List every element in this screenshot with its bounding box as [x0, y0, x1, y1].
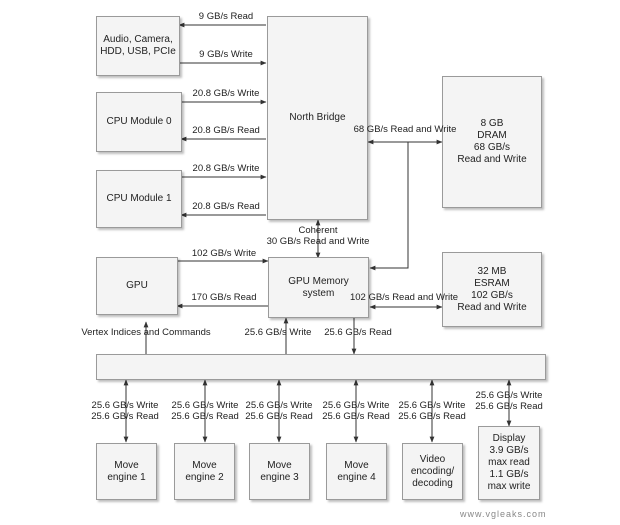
video-encoding-block: Video encoding/ decoding	[402, 443, 463, 500]
move2-rw-label: 25.6 GB/s Write 25.6 GB/s Read	[171, 400, 239, 422]
cpu-module-0-block: CPU Module 0	[96, 92, 182, 152]
cpu0-read-label: 20.8 GB/s Read	[192, 125, 260, 136]
move-engine-3-block: Move engine 3	[249, 443, 310, 500]
esram-block: 32 MB ESRAM 102 GB/s Read and Write	[442, 252, 542, 327]
dram-gpu-mem-link	[369, 142, 409, 271]
dram-block: 8 GB DRAM 68 GB/s Read and Write	[442, 76, 542, 208]
io-write-label: 9 GB/s Write	[199, 49, 253, 60]
bus-read-label: 25.6 GB/s Read	[324, 327, 392, 338]
watermark: www.vgleaks.com	[460, 509, 547, 519]
video-rw-label: 25.6 GB/s Write 25.6 GB/s Read	[398, 400, 466, 422]
gpu-read-label: 170 GB/s Read	[191, 292, 257, 303]
gpu-write-label: 102 GB/s Write	[191, 248, 257, 259]
cpu1-read-label: 20.8 GB/s Read	[192, 201, 260, 212]
move-engine-4-block: Move engine 4	[326, 443, 387, 500]
io-block: Audio, Camera, HDD, USB, PCIe	[96, 16, 180, 76]
move4-rw-label: 25.6 GB/s Write 25.6 GB/s Read	[322, 400, 390, 422]
esram-link-label: 102 GB/s Read and Write	[349, 292, 459, 303]
display-block: Display 3.9 GB/s max read 1.1 GB/s max w…	[478, 426, 540, 500]
cpu0-write-label: 20.8 GB/s Write	[192, 88, 260, 99]
vertex-label: Vertex Indices and Commands	[81, 327, 211, 338]
north-bridge-block: North Bridge	[267, 16, 368, 220]
move3-rw-label: 25.6 GB/s Write 25.6 GB/s Read	[245, 400, 313, 422]
dram-link-label: 68 GB/s Read and Write	[353, 124, 457, 135]
cpu-module-1-block: CPU Module 1	[96, 170, 182, 228]
display-rw-label: 25.6 GB/s Write 25.6 GB/s Read	[475, 390, 543, 412]
move-engine-2-block: Move engine 2	[174, 443, 235, 500]
gpu-memory-block: GPU Memory system	[268, 257, 369, 318]
bus-write-label: 25.6 GB/s Write	[244, 327, 312, 338]
gpu-block: GPU	[96, 257, 178, 315]
io-read-label: 9 GB/s Read	[198, 11, 254, 22]
coherent-label: Coherent 30 GB/s Read and Write	[266, 225, 370, 247]
system-bus-block	[96, 354, 546, 380]
move-engine-1-block: Move engine 1	[96, 443, 157, 500]
cpu1-write-label: 20.8 GB/s Write	[192, 163, 260, 174]
move1-rw-label: 25.6 GB/s Write 25.6 GB/s Read	[91, 400, 159, 422]
